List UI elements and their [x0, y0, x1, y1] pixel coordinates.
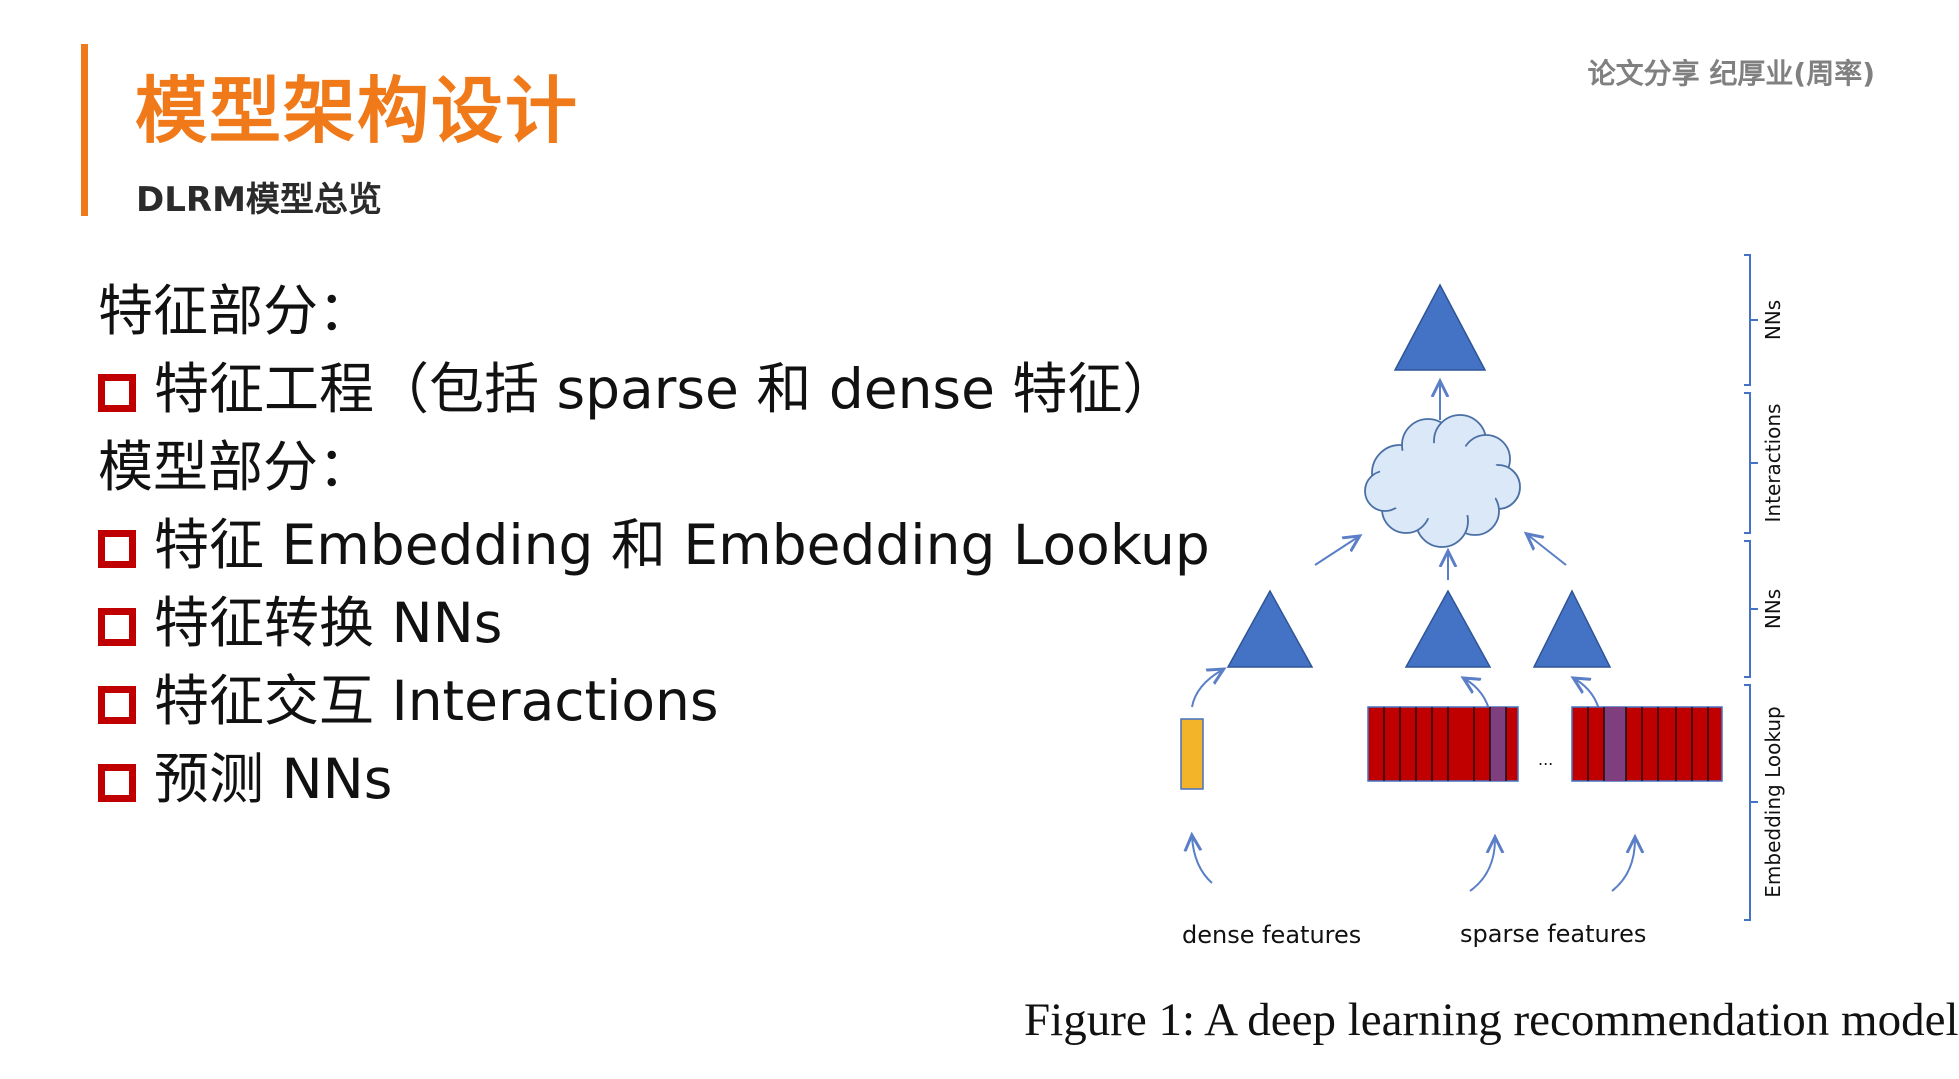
presenter-label: 论文分享 纪厚业(周率): [1587, 57, 1875, 90]
accent-bar: [81, 44, 88, 216]
figure-caption: Figure 1: A deep learning recommendation…: [1024, 994, 1959, 1046]
bullet-text: 特征工程（包括 sparse 和 dense 特征）: [154, 357, 1178, 421]
top-nn-triangle: [1393, 283, 1487, 371]
arrow-icon: [1469, 839, 1495, 892]
arrow-icon: [1611, 839, 1635, 892]
section-heading-model: 模型部分：: [98, 435, 374, 499]
dlrm-diagram: ... dense features sparse features NNs: [1180, 254, 1785, 949]
slide-title: 模型架构设计: [135, 69, 580, 153]
embedding-table-1: [1367, 706, 1519, 782]
arrow-icon: [1314, 537, 1358, 566]
content-line: 预测 NNs: [98, 740, 1210, 818]
square-bullet-icon: [98, 686, 136, 724]
feature-nn-triangle: [1404, 589, 1492, 668]
content-line: 特征工程（包括 sparse 和 dense 特征）: [98, 350, 1210, 428]
content-list: 特征部分： 特征工程（包括 sparse 和 dense 特征） 模型部分： 特…: [98, 272, 1210, 818]
bottom-nn-triangle: [1226, 589, 1314, 668]
side-label-embedding-lookup: Embedding Lookup: [1761, 706, 1785, 897]
content-line: 特征部分：: [98, 272, 1210, 350]
square-bullet-icon: [98, 764, 136, 802]
embedding-table-2: [1571, 706, 1723, 782]
bullet-text: 特征交互 Interactions: [154, 669, 719, 733]
ellipsis-label: ...: [1538, 750, 1553, 769]
content-line: 特征交互 Interactions: [98, 662, 1210, 740]
square-bullet-icon: [98, 374, 136, 412]
side-brackets: [1744, 254, 1758, 921]
slide-subtitle: DLRM模型总览: [136, 180, 382, 220]
section-heading-features: 特征部分：: [98, 279, 374, 343]
bullet-text: 特征转换 NNs: [154, 591, 503, 655]
side-label-interactions: Interactions: [1761, 404, 1785, 523]
arrow-icon: [1528, 535, 1567, 566]
dense-feature-bar: [1180, 718, 1204, 790]
content-line: 特征转换 NNs: [98, 584, 1210, 662]
dense-features-label: dense features: [1182, 921, 1361, 949]
bullet-text: 预测 NNs: [154, 747, 393, 811]
square-bullet-icon: [98, 608, 136, 646]
arrow-icon: [1191, 670, 1222, 708]
arrow-icon: [1192, 837, 1213, 884]
square-bullet-icon: [98, 530, 136, 568]
sparse-features-label: sparse features: [1460, 920, 1646, 948]
bullet-text: 特征 Embedding 和 Embedding Lookup: [154, 513, 1210, 577]
feature-nn-triangle: [1532, 589, 1612, 668]
side-label-nns-bottom: NNs: [1761, 589, 1785, 629]
content-line: 特征 Embedding 和 Embedding Lookup: [98, 506, 1210, 584]
content-line: 模型部分：: [98, 428, 1210, 506]
side-label-nns-top: NNs: [1761, 300, 1785, 340]
